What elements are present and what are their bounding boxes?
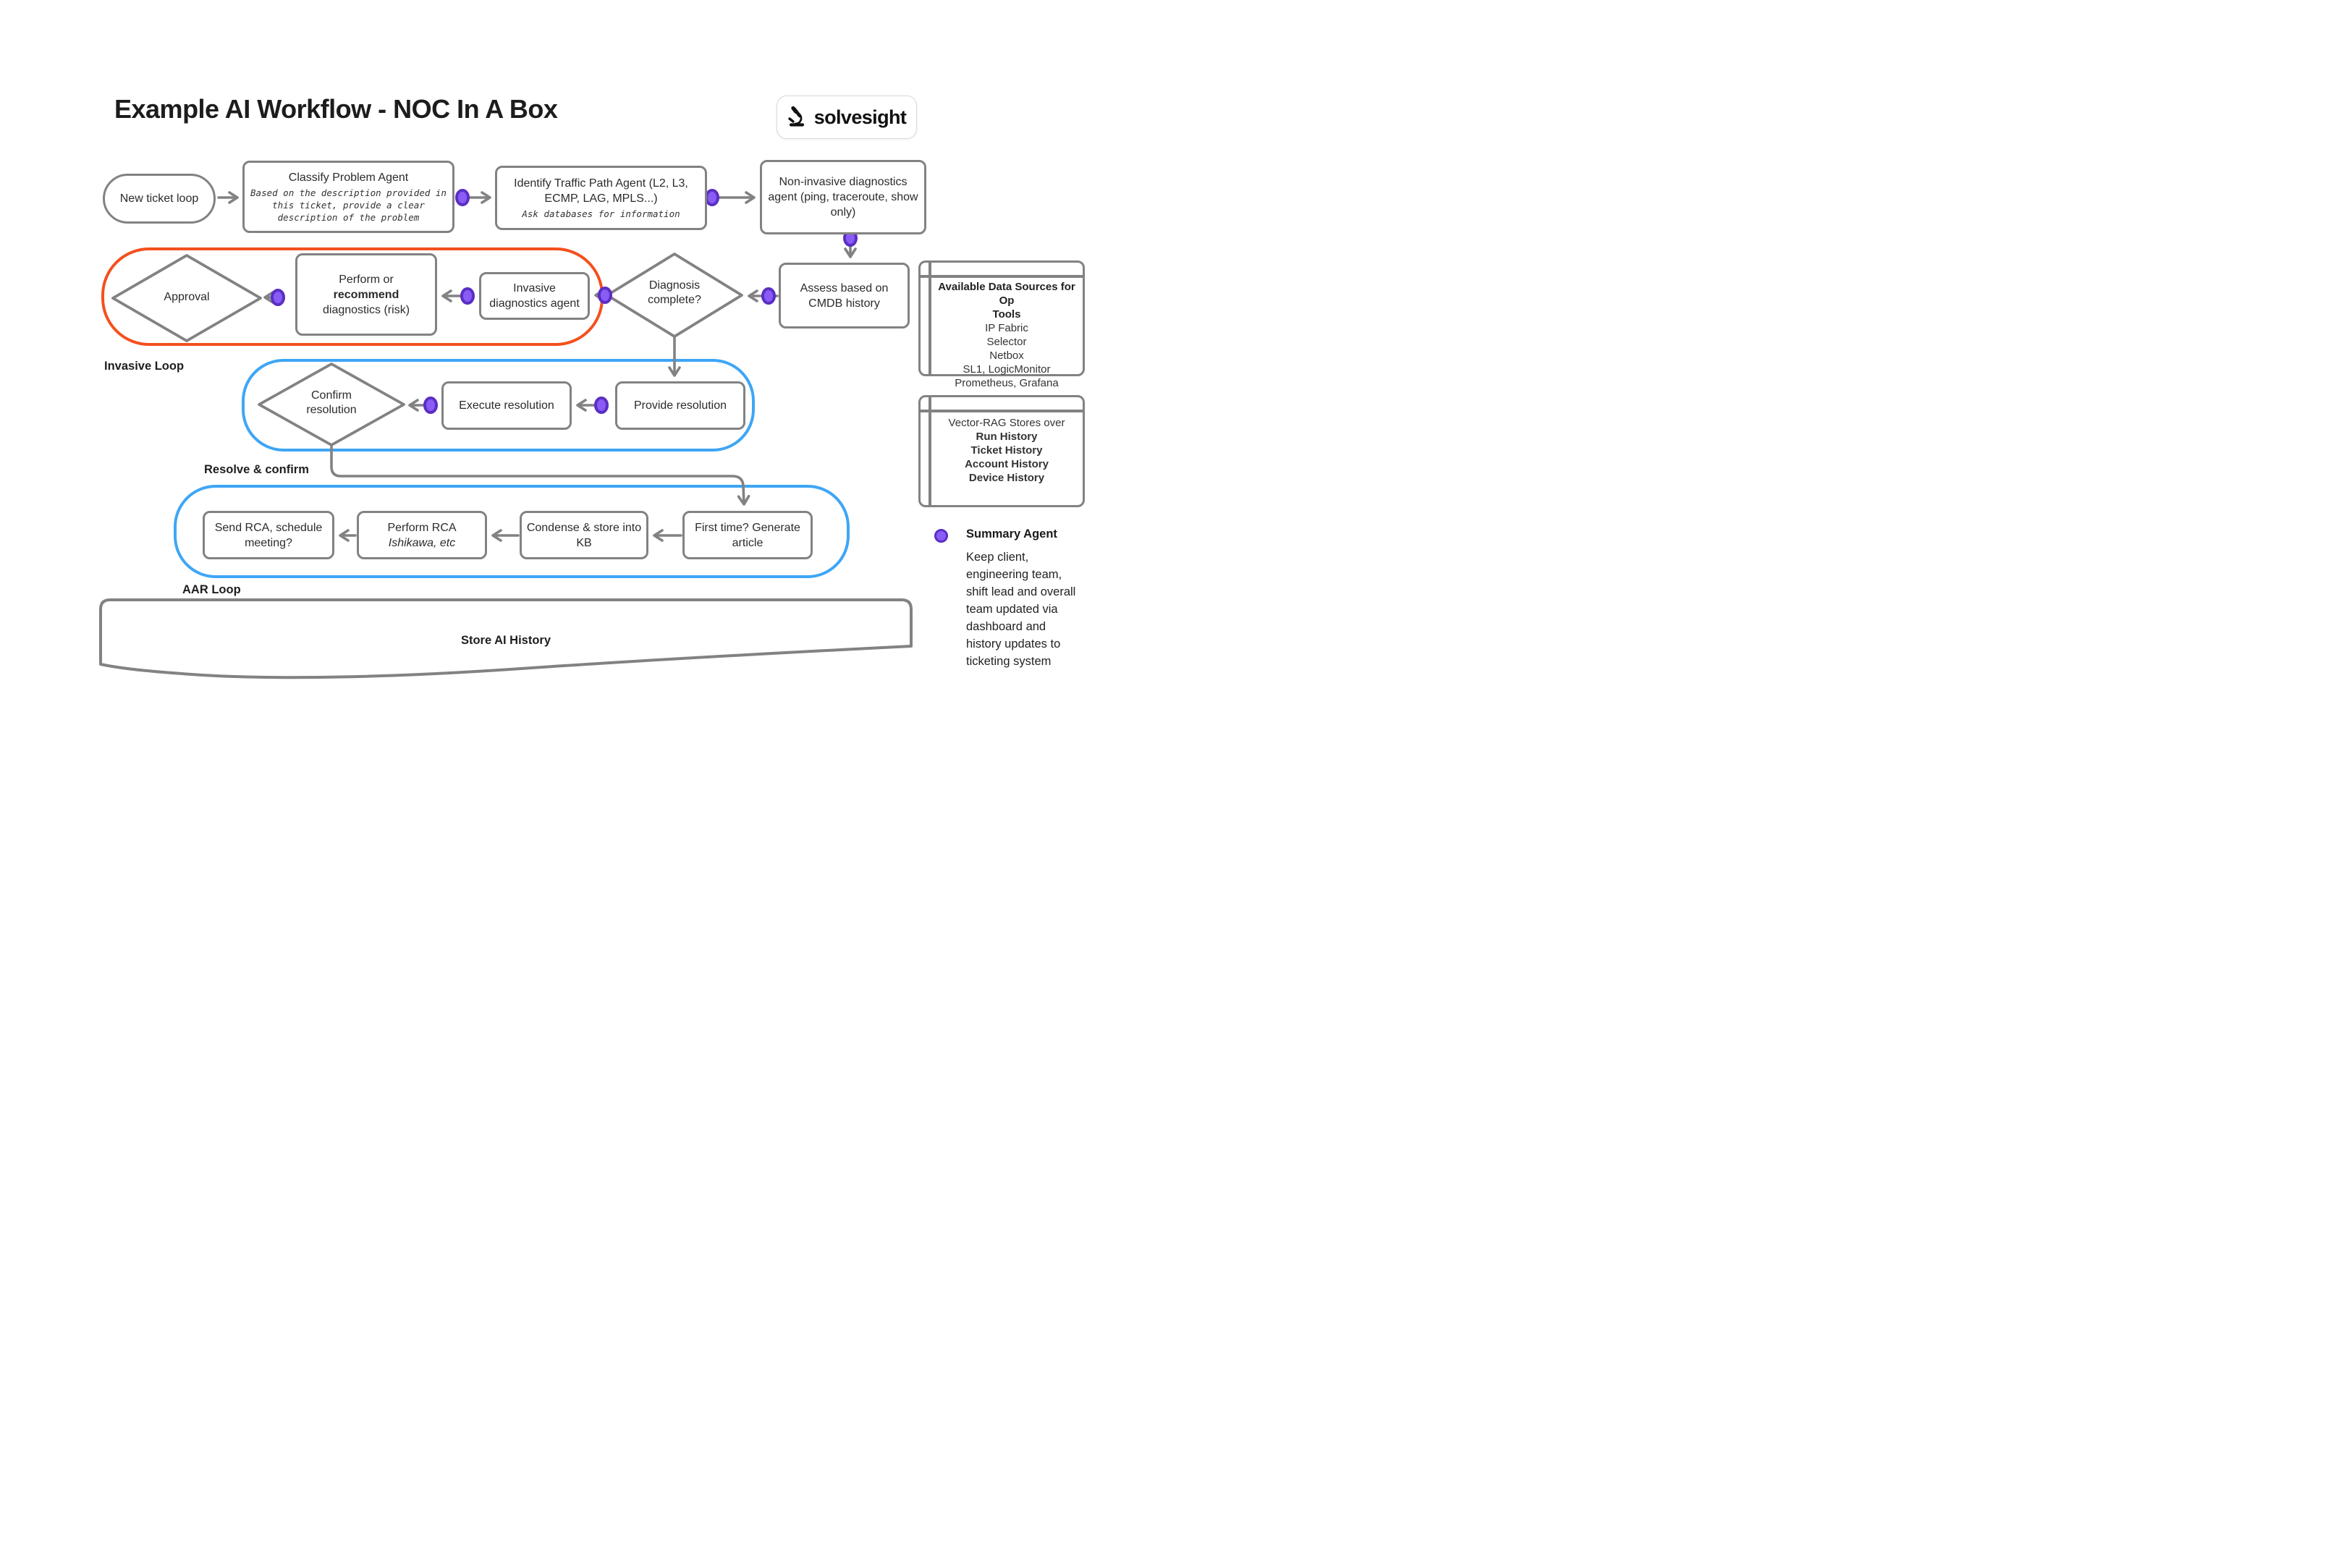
node-label: Non-invasive diagnostics agent (ping, tr… <box>768 176 918 219</box>
node-agent-prompt: Based on the description provided in thi… <box>250 187 447 223</box>
agent-dot <box>594 397 609 414</box>
agent-dot <box>761 287 776 305</box>
node-label: Perform RCA <box>387 521 457 534</box>
node-label: Execute resolution <box>459 399 554 412</box>
data-source-item: SL1, LogicMonitor <box>963 363 1051 376</box>
node-label: Assess based on CMDB history <box>800 281 889 310</box>
microscope-icon <box>788 106 804 127</box>
invasive-loop-label: Invasive Loop <box>104 360 185 373</box>
vector-rag-item: Run History <box>976 431 1038 443</box>
node-label-line: Perform or <box>339 273 394 286</box>
node-confirm-resolution-label[interactable]: Confirm resolution <box>306 389 357 416</box>
decision-diamonds <box>111 253 743 446</box>
agent-dot <box>423 397 438 414</box>
store-ai-history-label[interactable]: Store AI History <box>460 634 551 647</box>
aar-loop-label: AAR Loop <box>182 583 241 596</box>
node-label: Classify Problem Agent <box>288 171 409 184</box>
node-execute-resolution[interactable]: Execute resolution <box>441 381 572 430</box>
vector-rag-item: Ticket History <box>970 444 1043 457</box>
confirm-diamond <box>258 363 405 446</box>
node-provide-resolution[interactable]: Provide resolution <box>615 381 745 430</box>
data-sources-title-line: Available Data Sources for Op <box>938 281 1075 307</box>
storage-box-top-rule <box>920 275 1083 278</box>
available-data-sources-box: Available Data Sources for Op Tools IP F… <box>918 260 1085 389</box>
storage-box-left-rule <box>928 397 931 506</box>
data-source-item: Prometheus, Grafana <box>955 377 1059 389</box>
brand-name: solvesight <box>813 106 907 128</box>
summary-agent-legend-title: Summary Agent <box>966 527 1057 541</box>
node-label-line: diagnostics (risk) <box>322 303 410 316</box>
storage-box-left-rule <box>928 262 931 375</box>
vector-rag-item: Account History <box>965 458 1049 470</box>
node-classify-problem-agent[interactable]: Classify Problem Agent Based on the desc… <box>242 161 454 233</box>
node-identify-traffic-path-agent[interactable]: Identify Traffic Path Agent (L2, L3, ECM… <box>495 166 707 230</box>
node-assess-cmdb-history[interactable]: Assess based on CMDB history <box>779 263 910 329</box>
node-perform-rca[interactable]: Perform RCA Ishikawa, etc <box>357 511 487 559</box>
data-source-item: IP Fabric <box>985 322 1028 334</box>
store-ai-history-shape <box>99 598 913 679</box>
resolve-confirm-loop-label: Resolve & confirm <box>204 463 309 476</box>
aar-loop-outline <box>174 485 850 578</box>
agent-dot <box>455 189 470 206</box>
node-label: Identify Traffic Path Agent (L2, L3, ECM… <box>514 177 688 205</box>
data-source-item: Selector <box>986 336 1027 348</box>
node-condense-store-kb[interactable]: Condense & store into KB <box>520 511 648 559</box>
node-approval-label[interactable]: Approval <box>164 291 210 303</box>
node-label-note: Ishikawa, etc <box>388 536 456 549</box>
solvesight-logo: solvesight <box>777 96 917 139</box>
node-label: New ticket loop <box>119 192 199 205</box>
node-diagnosis-complete-label[interactable]: Diagnosis complete? <box>648 279 701 306</box>
agent-dot <box>460 287 475 305</box>
node-label-line: recommend <box>333 288 399 301</box>
agent-dot <box>598 287 612 304</box>
node-non-invasive-diagnostics-agent[interactable]: Non-invasive diagnostics agent (ping, tr… <box>760 160 926 234</box>
data-source-item: Netbox <box>989 349 1024 362</box>
resolve-confirm-loop-outline <box>242 359 755 452</box>
agent-dot <box>271 289 285 306</box>
node-label: Condense & store into KB <box>526 521 642 549</box>
node-label: Provide resolution <box>633 399 727 412</box>
vector-rag-intro: Vector-RAG Stores over <box>948 417 1065 429</box>
node-perform-or-recommend-diagnostics[interactable]: Perform or recommend diagnostics (risk) <box>295 253 437 336</box>
agent-dot <box>705 189 719 206</box>
node-label: First time? Generate article <box>695 521 800 549</box>
node-label: Invasive diagnostics agent <box>489 282 580 310</box>
node-agent-prompt: Ask databases for information <box>522 208 680 219</box>
node-new-ticket-loop[interactable]: New ticket loop <box>103 174 216 224</box>
diagnosis-diamond <box>606 253 743 338</box>
node-invasive-diagnostics-agent[interactable]: Invasive diagnostics agent <box>479 272 590 320</box>
summary-agent-legend-description: Keep client, engineering team, shift lea… <box>966 551 1076 668</box>
node-label: Send RCA, schedule meeting? <box>214 521 323 549</box>
storage-box-top-rule <box>920 410 1083 412</box>
page-title: Example AI Workflow - NOC In A Box <box>114 94 558 124</box>
flowchart-canvas: Example AI Workflow - NOC In A Box solve… <box>0 0 1176 784</box>
summary-agent-legend-dot <box>934 529 948 543</box>
node-send-rca-schedule-meeting[interactable]: Send RCA, schedule meeting? <box>203 511 334 559</box>
vector-rag-item: Device History <box>968 472 1045 484</box>
vector-rag-stores-box: Vector-RAG Stores over Run History Ticke… <box>918 395 1085 507</box>
approval-diamond <box>111 254 262 342</box>
data-sources-title-line: Tools <box>992 308 1021 321</box>
diagram-shapes-layer <box>99 189 913 679</box>
node-first-time-generate-article[interactable]: First time? Generate article <box>682 511 813 559</box>
